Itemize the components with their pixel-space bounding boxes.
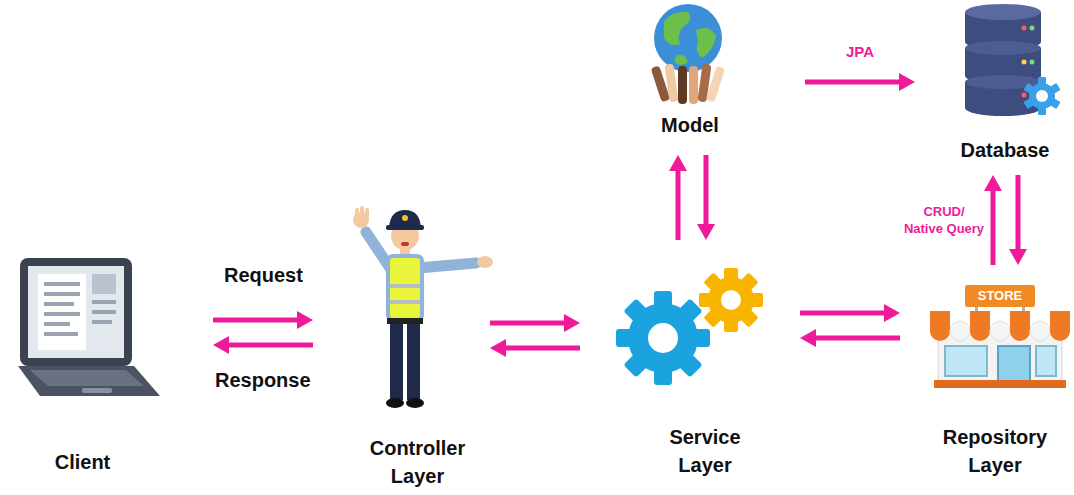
flow-arrow [213,311,313,329]
icon-space [615,265,795,385]
arrow-line [814,336,900,341]
arrow-head [490,339,506,357]
layer-label: Service Layer [650,423,760,479]
icon-space [945,2,1065,122]
icon-space [630,2,750,107]
arrow-head [669,155,687,171]
flow-arrow [213,336,313,354]
layer-label: Controller Layer [353,434,483,490]
flow-arrow [490,339,580,357]
arrow-line [805,80,901,85]
traffic-officer-icon [353,206,493,408]
arrow-line [704,155,709,226]
icon-space [345,205,490,410]
layer-label: Repository Layer [935,423,1055,479]
edge-label: Request [224,262,303,288]
flow-arrow [805,73,915,91]
gears-icon [616,268,763,385]
store-icon [930,285,1070,388]
arrow-head [1009,249,1027,265]
layer-label: Database [961,136,1050,164]
client-node: Client [5,250,160,476]
edge-label: CRUD/ Native Query [903,203,985,237]
store-sign-text: STORE [965,285,1035,307]
flow-arrow [800,329,900,347]
flow-arrow [800,304,900,322]
laptop-icon [18,258,160,396]
arrow-line [227,343,313,348]
arrow-head [564,314,580,332]
service-node: Service Layer [615,265,795,479]
layer-label: Client [55,448,111,476]
arrow-head [213,336,229,354]
arrow-line [490,321,566,326]
arrow-line [213,318,299,323]
edge-label: Response [215,367,311,393]
arrow-head [884,304,900,322]
database-icon [965,4,1060,116]
arrow-head [899,73,915,91]
arrow-head [800,329,816,347]
arrow-line [991,189,996,265]
arrow-head [984,175,1002,191]
arrow-line [676,169,681,240]
arrow-line [800,311,886,316]
database-node: Database [945,2,1065,164]
flow-arrow [1009,175,1027,265]
repository-node: Repository Layer [920,280,1070,479]
icon-space [5,250,160,400]
flow-arrow [697,155,715,240]
edge-label: JPA [846,42,874,62]
model-node: Model [630,2,750,139]
flow-arrow [490,314,580,332]
arrow-line [1016,175,1021,251]
arrow-head [297,311,313,329]
flow-arrow [984,175,1002,265]
controller-node: Controller Layer [345,205,490,490]
globe-icon [651,4,726,104]
flow-arrow [669,155,687,240]
arrow-head [697,224,715,240]
layer-label: Model [661,111,719,139]
arrow-line [504,346,580,351]
